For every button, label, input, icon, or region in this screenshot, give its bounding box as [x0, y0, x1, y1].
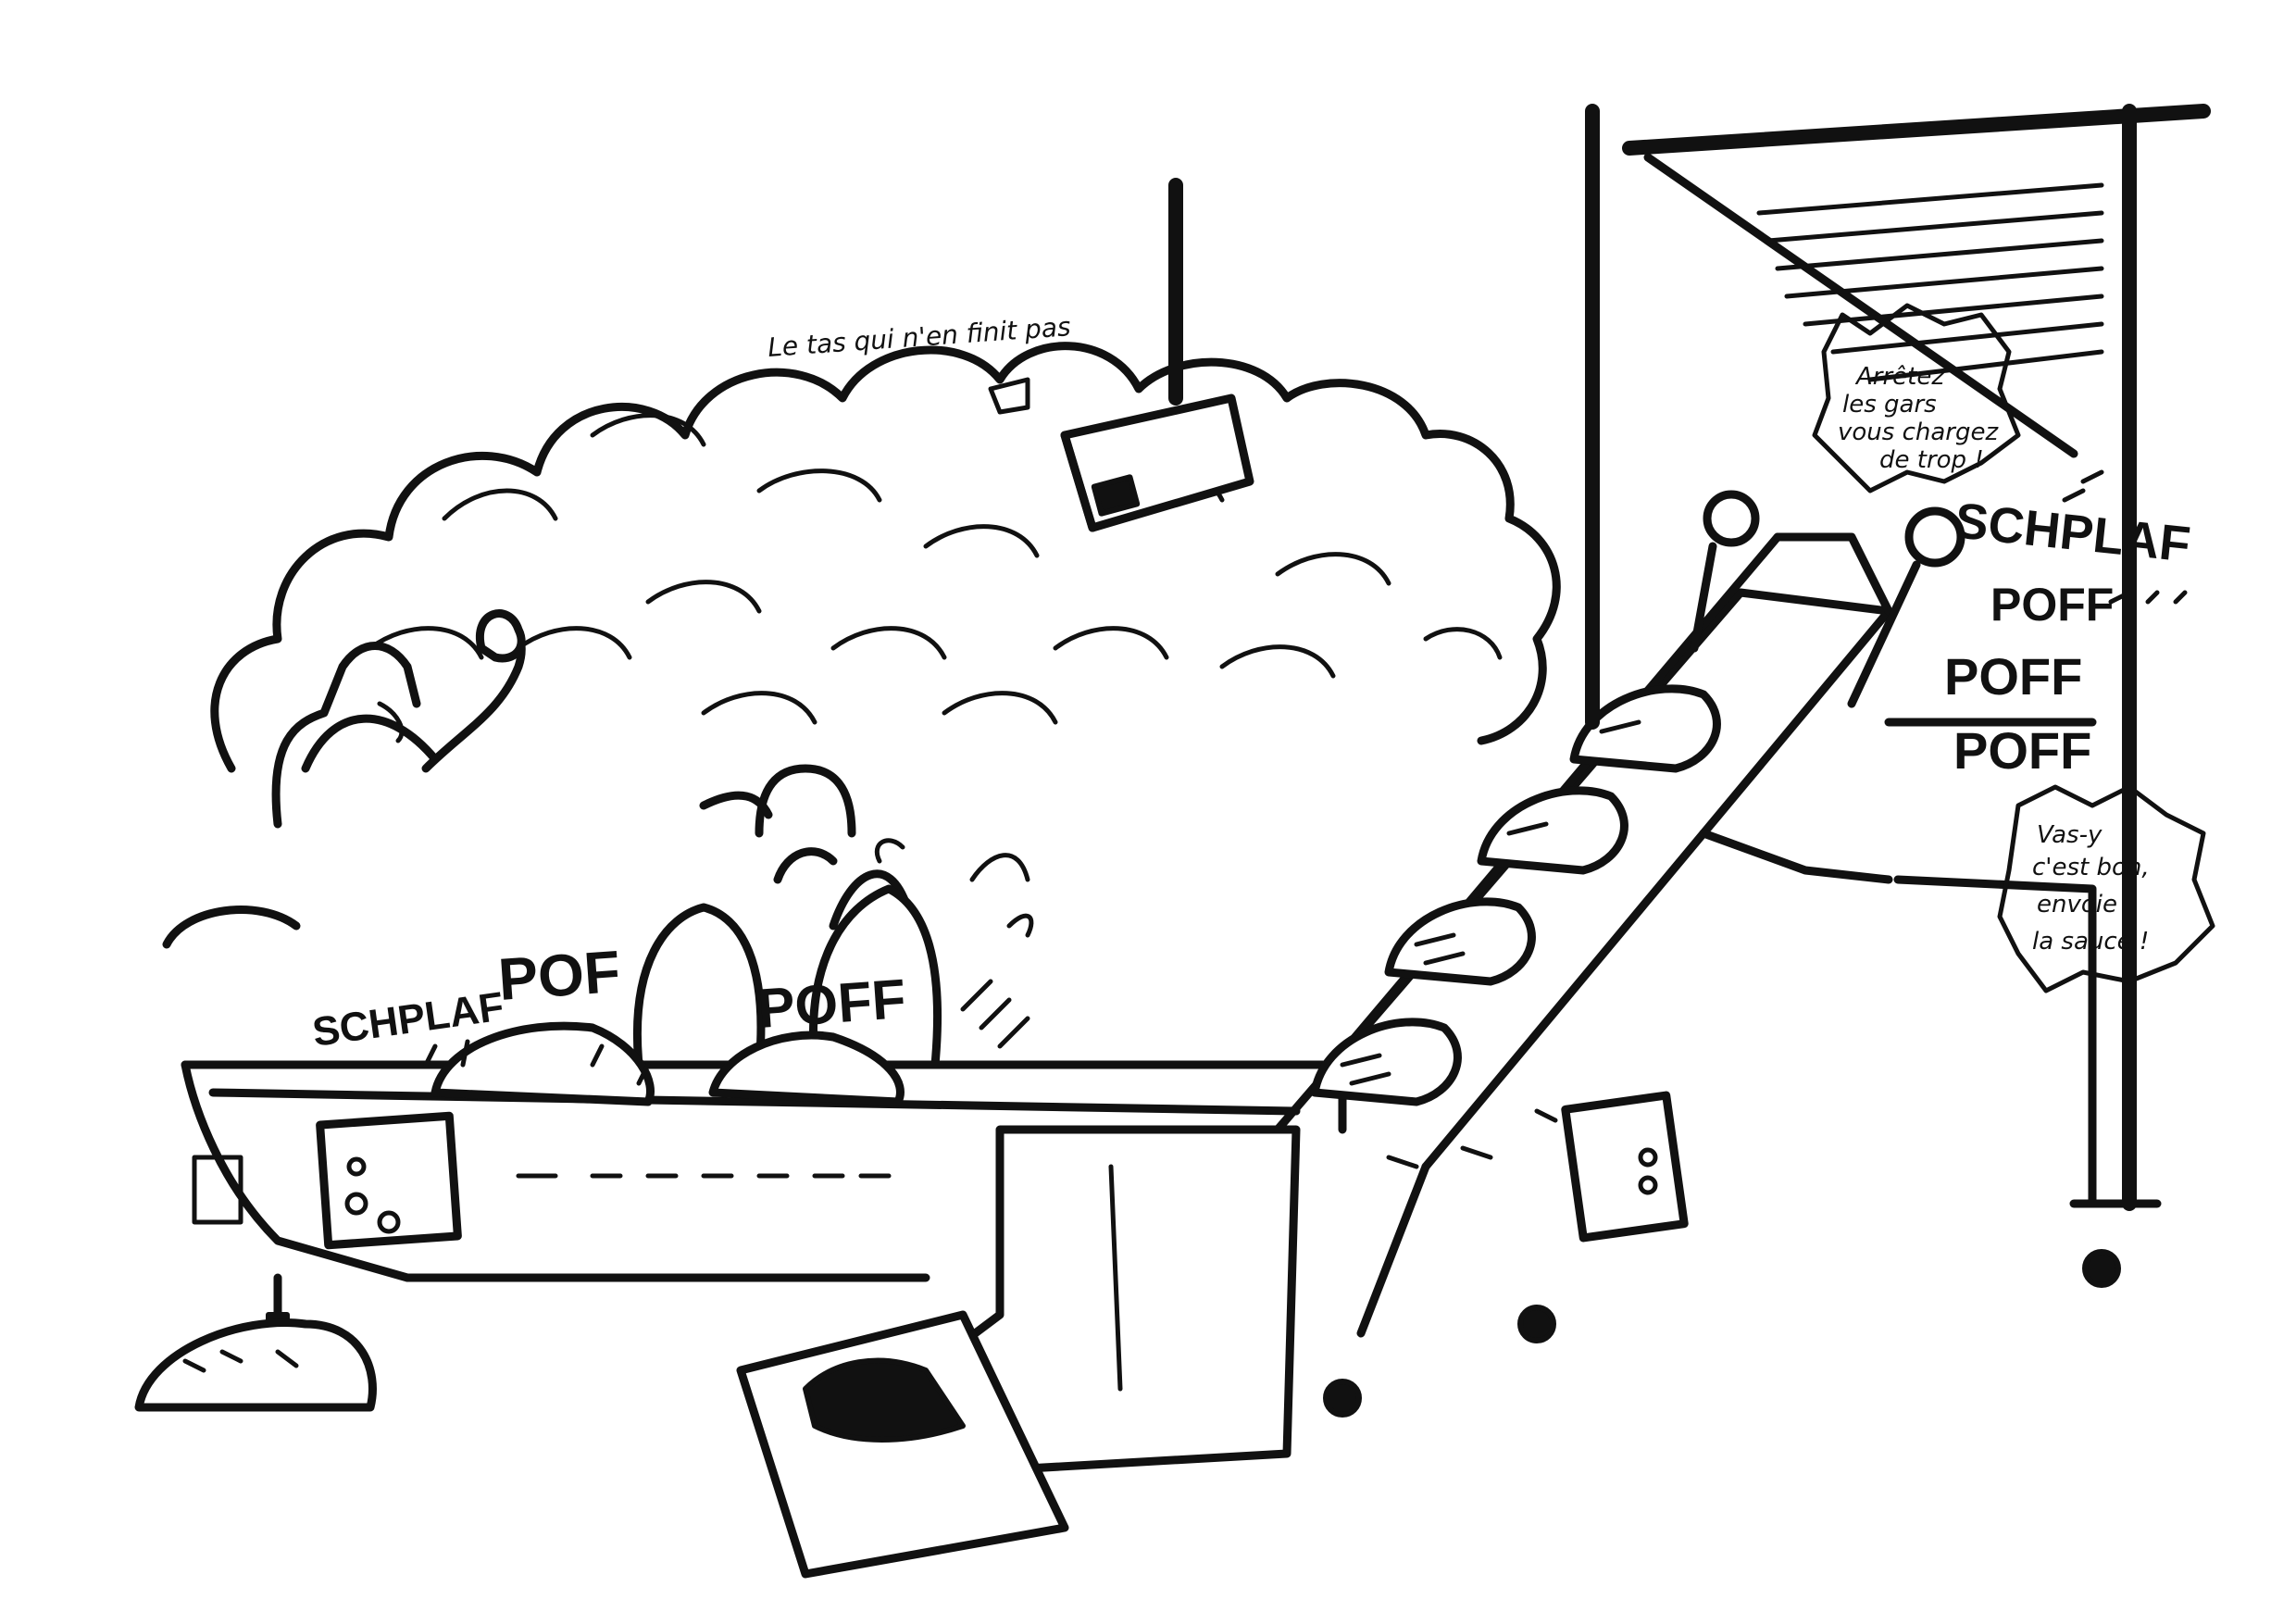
worker-line-2: c'est bon,	[2032, 854, 2150, 881]
worker-middle	[633, 764, 1034, 1069]
supervisor-line-2: les gars	[1842, 391, 1937, 418]
conveyor-inclined	[1273, 532, 1893, 1338]
supervisor-line-3: vous chargez	[1838, 418, 1999, 446]
sfx-right-poff-1: POFF	[1990, 579, 2114, 631]
operators-right	[1690, 490, 1965, 708]
supervisor-line-1: Arrêtez	[1854, 363, 1945, 391]
speech-bubble-supervisor	[1812, 303, 2021, 493]
sfx-right-schplaf: SCHPLAF	[1953, 493, 2193, 572]
worker-line-1: Vas-y	[2037, 821, 2103, 849]
worker-line-4: la sauce !	[2032, 928, 2149, 956]
motion-marks	[423, 469, 2188, 1086]
sfx-right-poff-2: POFF	[1944, 647, 2082, 706]
hopper	[736, 1125, 1301, 1579]
worker-line-3: envoie	[2037, 891, 2117, 918]
speech-bubble-worker	[1997, 784, 2215, 993]
camera-box	[988, 178, 1254, 532]
machine-frame	[1323, 104, 2211, 1418]
sfx-left-pof: POF	[496, 938, 622, 1013]
sfx-center-poff: POFF	[755, 968, 907, 1040]
supervisor-line-4: de trop !	[1879, 446, 1984, 474]
sfx-right-poff-3: POFF	[1953, 721, 2091, 780]
worker-left	[162, 609, 526, 949]
